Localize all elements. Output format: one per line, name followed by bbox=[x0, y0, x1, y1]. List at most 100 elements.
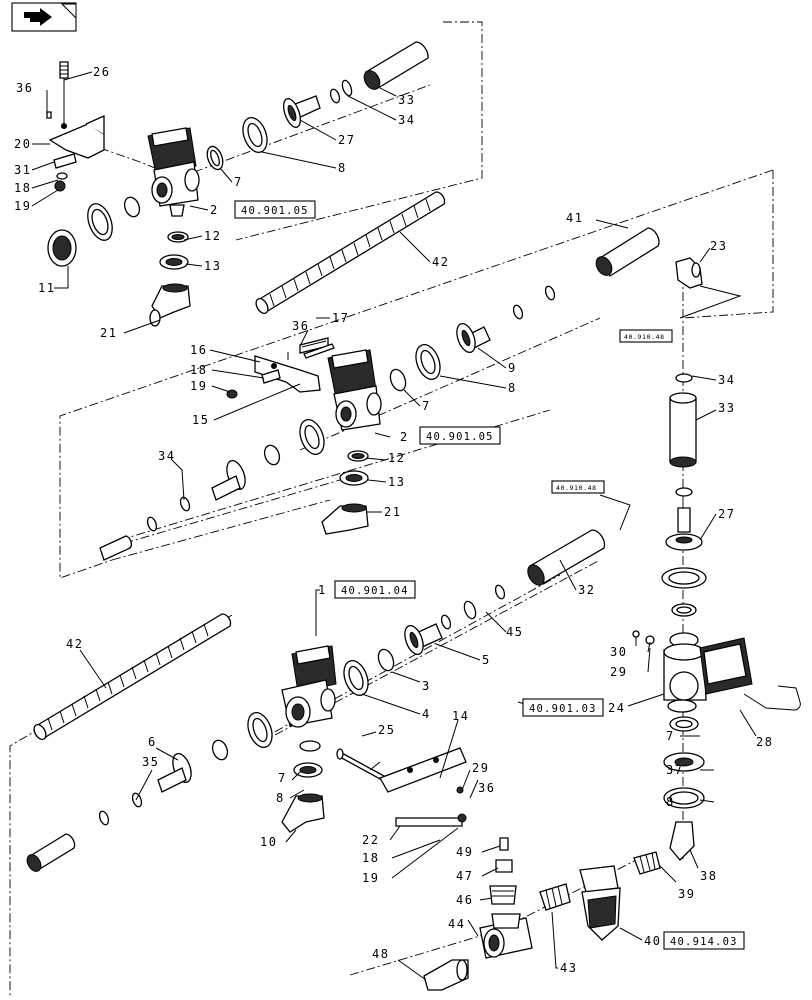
callout-9: 9 bbox=[508, 361, 517, 375]
clamps-34-middle bbox=[146, 496, 191, 532]
callout-19-middle: 19 bbox=[190, 379, 207, 393]
callout-48: 48 bbox=[372, 947, 389, 961]
clamps-small-middle bbox=[512, 285, 556, 320]
elbow-10 bbox=[281, 793, 325, 833]
callout-27-upper: 27 bbox=[338, 133, 355, 147]
valve-2-upper bbox=[147, 127, 200, 217]
fitting-9 bbox=[456, 322, 491, 354]
filter-40 bbox=[579, 865, 621, 941]
callout-32: 32 bbox=[578, 583, 595, 597]
callout-46: 46 bbox=[456, 893, 473, 907]
callout-labels: 26 36 20 31 18 19 11 33 34 27 8 7 2 12 1… bbox=[14, 65, 773, 975]
callout-34-middle: 34 bbox=[158, 449, 175, 463]
callout-18-upper: 18 bbox=[14, 181, 31, 195]
callout-12-middle: 12 bbox=[388, 451, 405, 465]
callout-11: 11 bbox=[38, 281, 55, 295]
clamp-34-right bbox=[675, 373, 693, 383]
callout-29-lower: 29 bbox=[472, 761, 489, 775]
callout-36-lower: 36 bbox=[478, 781, 495, 795]
seal-7-middle bbox=[389, 368, 407, 392]
reference-box-40-914-03[interactable]: 40.914.03 bbox=[663, 931, 745, 950]
callout-35: 35 bbox=[142, 755, 159, 769]
callout-41: 41 bbox=[566, 211, 583, 225]
seal-12-upper bbox=[167, 231, 189, 243]
callout-10: 10 bbox=[260, 835, 277, 849]
elbow-48 bbox=[423, 959, 469, 991]
hose-42-upper bbox=[255, 191, 446, 315]
callout-6: 6 bbox=[148, 735, 157, 749]
callout-42-upper: 42 bbox=[432, 255, 449, 269]
callout-8-middle: 8 bbox=[508, 381, 517, 395]
fitting-6 bbox=[157, 752, 192, 793]
clamp-middle-left bbox=[263, 419, 325, 466]
clamps-small-lower bbox=[440, 584, 506, 630]
svg-text:40.914.03: 40.914.03 bbox=[670, 936, 738, 948]
svg-text:40.901.05: 40.901.05 bbox=[426, 431, 494, 443]
wire-28 bbox=[743, 685, 801, 711]
seal-7-lower bbox=[299, 740, 321, 752]
callout-49: 49 bbox=[456, 845, 473, 859]
valve-1 bbox=[281, 645, 337, 728]
callout-7-upper: 7 bbox=[234, 175, 243, 189]
callout-37: 37 bbox=[666, 763, 683, 777]
callout-22: 22 bbox=[362, 833, 379, 847]
seal-7-upper bbox=[206, 145, 224, 171]
callout-33-upper: 33 bbox=[398, 93, 415, 107]
elbow-38 bbox=[669, 821, 695, 861]
callout-8-right: 8 bbox=[666, 795, 675, 809]
callout-24: 24 bbox=[608, 701, 625, 715]
reference-box-40-910-48-right[interactable]: 40.910.48 bbox=[619, 329, 673, 343]
callout-36-middle: 36 bbox=[292, 319, 309, 333]
callout-13-middle: 13 bbox=[388, 475, 405, 489]
reference-box-40-910-48-middle[interactable]: 40.910.48 bbox=[551, 480, 605, 494]
clamp-8-lower bbox=[293, 762, 323, 778]
callout-34-right: 34 bbox=[718, 373, 735, 387]
cap-11 bbox=[47, 229, 77, 267]
reference-box-40-901-05-upper[interactable]: 40.901.05 bbox=[234, 200, 316, 219]
callout-20: 20 bbox=[14, 137, 31, 151]
pipe-33-upper bbox=[363, 41, 429, 90]
svg-text:40.901.05: 40.901.05 bbox=[241, 205, 309, 217]
fitting-39 bbox=[633, 851, 661, 875]
tee-44 bbox=[479, 913, 533, 959]
leader-lines bbox=[31, 71, 757, 981]
callout-34-upper: 34 bbox=[398, 113, 415, 127]
reference-box-40-901-04[interactable]: 40.901.04 bbox=[334, 580, 416, 599]
callout-33-right: 33 bbox=[718, 401, 735, 415]
callout-12-upper: 12 bbox=[204, 229, 221, 243]
clamp-right-small bbox=[675, 487, 693, 497]
fitting-5 bbox=[404, 623, 443, 656]
reference-box-40-901-03[interactable]: 40.901.03 bbox=[522, 698, 604, 717]
callout-45: 45 bbox=[506, 625, 523, 639]
callout-21-upper: 21 bbox=[100, 326, 117, 340]
clamp-13-upper bbox=[159, 254, 189, 270]
callout-28: 28 bbox=[756, 735, 773, 749]
clamp-right-1 bbox=[661, 567, 707, 589]
fittings-46-47-49 bbox=[489, 837, 517, 905]
svg-text:40.901.03: 40.901.03 bbox=[529, 703, 597, 715]
seal-right-1 bbox=[671, 603, 697, 617]
seal-12-middle bbox=[347, 450, 369, 462]
callout-14: 14 bbox=[452, 709, 469, 723]
callout-47: 47 bbox=[456, 869, 473, 883]
pipe-32 bbox=[527, 529, 606, 586]
clamp-8-upper bbox=[242, 117, 268, 153]
callout-18-lower: 18 bbox=[362, 851, 379, 865]
clamp-8-middle bbox=[415, 344, 441, 380]
callout-2-upper: 2 bbox=[210, 203, 219, 217]
svg-text:40.901.04: 40.901.04 bbox=[341, 585, 409, 597]
washers-18-19-31-upper bbox=[53, 153, 77, 192]
callout-36-upper: 36 bbox=[16, 81, 33, 95]
bracket-15-16 bbox=[226, 337, 329, 399]
callout-8-lower: 8 bbox=[276, 791, 285, 805]
back-arrow-icon[interactable] bbox=[11, 2, 77, 32]
reference-box-40-901-05-middle[interactable]: 40.901.05 bbox=[419, 426, 501, 445]
clamp-37 bbox=[663, 752, 705, 772]
callout-30: 30 bbox=[610, 645, 627, 659]
callout-3: 3 bbox=[422, 679, 431, 693]
svg-text:40.910.48: 40.910.48 bbox=[624, 333, 665, 341]
seal-3 bbox=[377, 648, 395, 672]
callout-44: 44 bbox=[448, 917, 465, 931]
svg-text:40.910.48: 40.910.48 bbox=[556, 484, 597, 492]
callout-38: 38 bbox=[700, 869, 717, 883]
